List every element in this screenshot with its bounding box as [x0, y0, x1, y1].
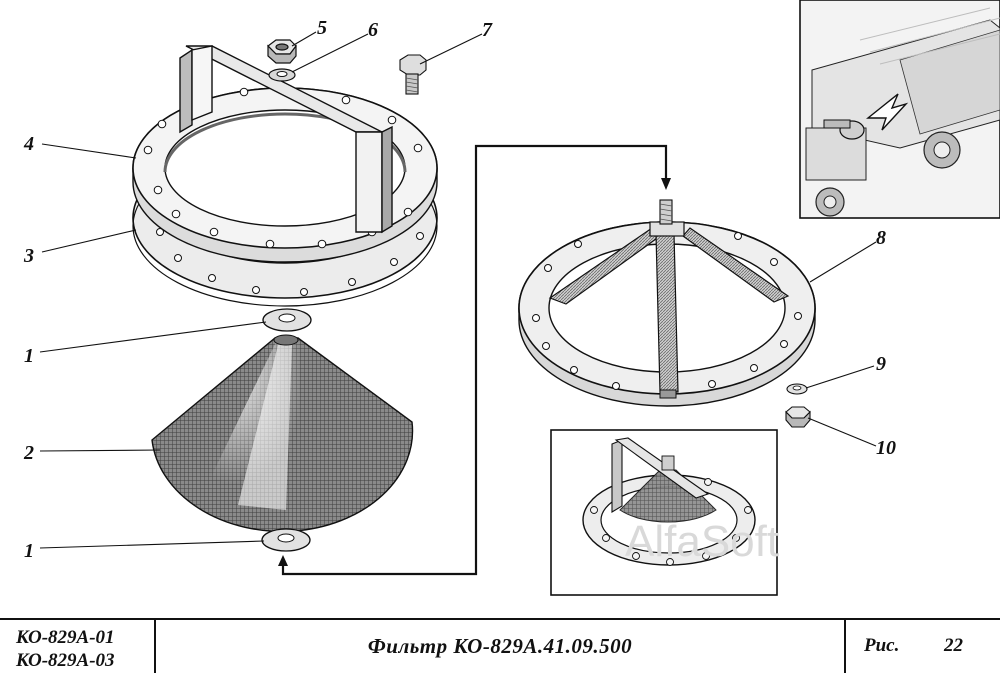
watermark-text: AlfaSoft [625, 517, 779, 566]
bolt [399, 54, 427, 95]
nut-bottom [785, 406, 811, 428]
model-code-1: КО-829А-01 [16, 627, 115, 648]
callout-2: 2 [23, 442, 34, 464]
figure-label: Рис. [864, 635, 900, 656]
cone-frame-assembly [518, 199, 816, 407]
callout-4: 4 [23, 133, 34, 155]
figure-number: 22 [944, 635, 963, 656]
location-pointer-arrow [866, 93, 909, 131]
title-cell: Фильтр КО-829А.41.09.500 [156, 620, 846, 673]
washer-upper [262, 308, 312, 332]
leader-lines [39, 31, 877, 549]
arrow-head-lower [278, 555, 288, 566]
title-block: КО-829А-01 КО-829А-03 Фильтр КО-829А.41.… [0, 618, 1000, 673]
callout-8: 8 [876, 227, 886, 249]
nut-top [267, 39, 297, 64]
assembled-filter-inset [550, 429, 778, 596]
model-codes-cell: КО-829А-01 КО-829А-03 [0, 620, 156, 673]
drawing-title: Фильтр КО-829А.41.09.500 [367, 634, 633, 658]
washer-bottom [786, 383, 808, 395]
callout-10: 10 [876, 437, 896, 459]
washer-lower [261, 528, 311, 552]
callout-9: 9 [876, 353, 886, 375]
callout-1-top: 1 [24, 345, 34, 367]
assembly-path-arrow [281, 144, 668, 576]
arrow-head-upper [661, 178, 671, 190]
vehicle-location-inset [799, 0, 1000, 219]
model-code-2: КО-829А-03 [16, 650, 115, 671]
callout-6: 6 [368, 19, 378, 41]
figure-cell: Рис. 22 [846, 620, 1000, 673]
mesh-cone-filter [151, 334, 414, 533]
callout-3: 3 [23, 245, 34, 267]
washer-top [268, 68, 296, 82]
callout-7: 7 [482, 19, 493, 41]
lifting-bracket [179, 45, 393, 234]
exploded-view-diagram: AlfaSoft 4 3 1 2 1 5 6 7 8 9 10 [23, 0, 1000, 596]
callout-5: 5 [317, 17, 327, 39]
callout-1-bottom: 1 [24, 540, 34, 562]
